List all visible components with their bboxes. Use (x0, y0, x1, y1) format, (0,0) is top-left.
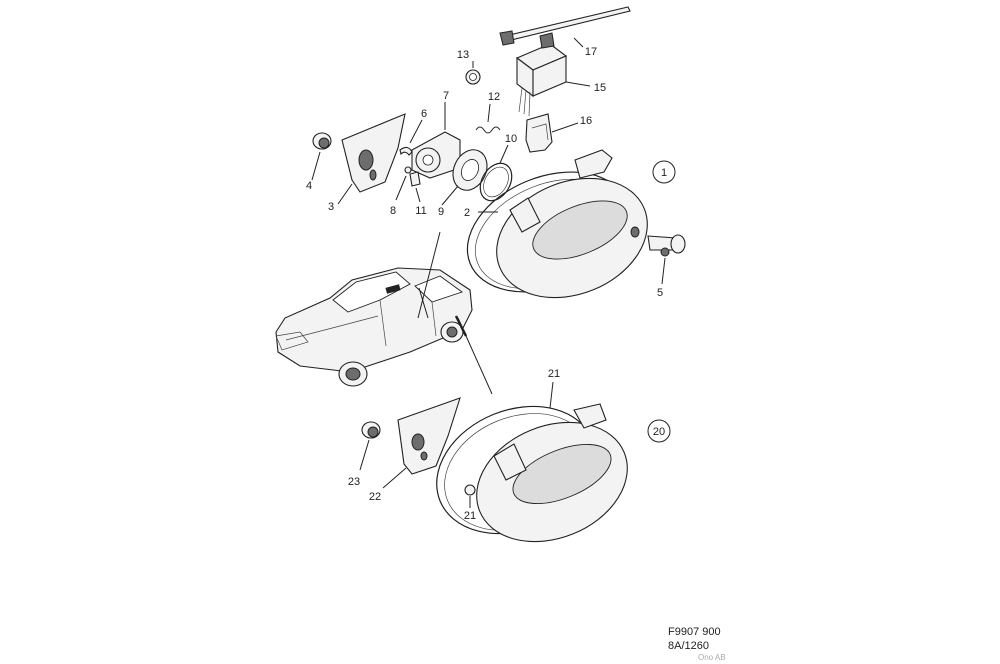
part-8-pin (395, 166, 412, 201)
label-8: 8 (390, 205, 396, 217)
reference-lines (417, 231, 493, 395)
part-20-rear-door-handle (436, 381, 628, 543)
part-4-grommet (311, 132, 332, 181)
copyright-mark: Ono AB (698, 653, 726, 662)
label-16: 16 (580, 115, 592, 127)
part-11-bushing (409, 171, 421, 203)
label-13: 13 (457, 49, 469, 61)
label-11: 11 (415, 205, 426, 217)
part-16-bracket (525, 113, 579, 153)
label-21-top: 21 (548, 368, 560, 380)
label-1: 1 (661, 167, 667, 179)
label-7: 7 (443, 90, 449, 102)
label-2: 2 (464, 207, 470, 219)
part-3-cover-plate (337, 113, 406, 205)
part-17-cable-tie (499, 6, 631, 48)
part-13-seal-ring (465, 61, 481, 85)
label-6: 6 (421, 108, 427, 120)
callout-circle-1 (652, 160, 676, 184)
label-20: 20 (653, 426, 665, 438)
label-23: 23 (348, 476, 360, 488)
part-6-clip (399, 119, 423, 156)
part-9-retainer (441, 149, 488, 206)
car-illustration (275, 267, 473, 387)
label-10: 10 (505, 133, 517, 145)
part-7-lock-body (411, 102, 461, 179)
part-15-control-module (515, 32, 591, 117)
label-15: 15 (594, 82, 606, 94)
part-10-gasket (479, 144, 513, 202)
part-1-front-door-handle (466, 149, 648, 299)
label-12: 12 (488, 91, 500, 103)
part-22-rear-cover-plate (382, 397, 461, 489)
label-17: 17 (585, 46, 597, 58)
part-23-rear-grommet (359, 421, 381, 471)
label-9: 9 (438, 206, 444, 218)
part-5-lock-cylinder (647, 234, 686, 285)
drawing-code: F9907 900 (668, 626, 721, 638)
label-3: 3 (328, 201, 334, 213)
label-21-bottom: 21 (464, 510, 476, 522)
label-22: 22 (369, 491, 381, 503)
label-5: 5 (657, 287, 663, 299)
drawing-reference: 8A/1260 (668, 640, 709, 652)
part-12-spring (475, 103, 501, 134)
label-4: 4 (306, 180, 312, 192)
callout-circle-20 (647, 419, 671, 443)
